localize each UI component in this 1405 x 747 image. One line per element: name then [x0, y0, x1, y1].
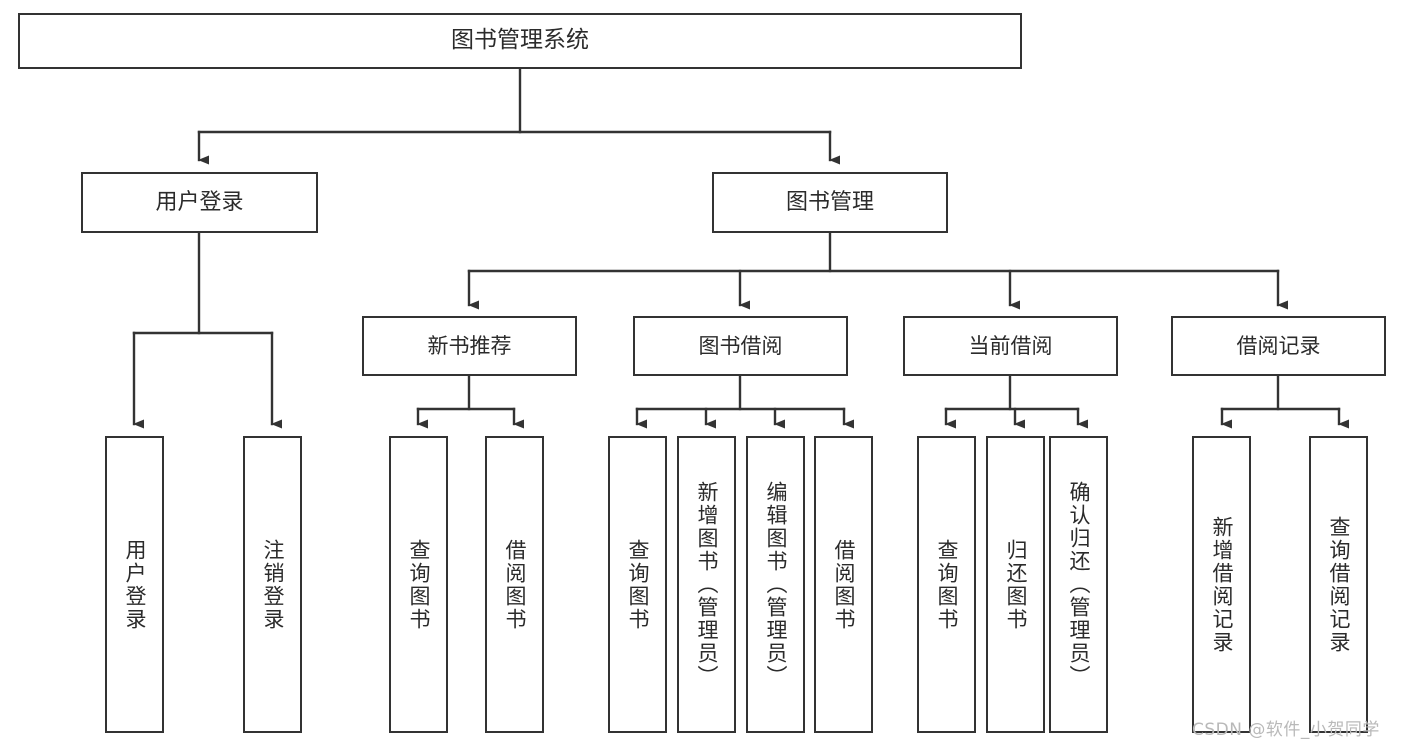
node-root-library-system[interactable]: 图书管理系统	[18, 13, 1022, 69]
leaf-current-borrow-return-book-label: 归还图书	[1004, 538, 1028, 631]
leaf-current-borrow-query-book-label: 查询图书	[935, 538, 959, 631]
node-user-login[interactable]: 用户登录	[81, 172, 318, 233]
leaf-borrow-record-query-record-label: 查询借阅记录	[1327, 515, 1351, 654]
leaf-current-borrow-return-book[interactable]: 归还图书	[986, 436, 1045, 733]
node-user-login-label: 用户登录	[155, 189, 244, 215]
leaf-book-borrow-add-book[interactable]: 新增图书（管理员）	[677, 436, 736, 733]
leaf-new-book-borrow-book[interactable]: 借阅图书	[485, 436, 544, 733]
leaf-book-borrow-borrow-book[interactable]: 借阅图书	[814, 436, 873, 733]
leaf-new-book-query-book-label: 查询图书	[407, 538, 431, 631]
leaf-user-login-logout[interactable]: 注销登录	[243, 436, 302, 733]
leaf-current-borrow-query-book[interactable]: 查询图书	[917, 436, 976, 733]
node-book-management[interactable]: 图书管理	[712, 172, 948, 233]
leaf-user-login-login[interactable]: 用户登录	[105, 436, 164, 733]
leaf-new-book-query-book[interactable]: 查询图书	[389, 436, 448, 733]
node-current-borrowing-label: 当前借阅	[968, 333, 1053, 358]
node-book-borrowing[interactable]: 图书借阅	[633, 316, 848, 376]
leaf-new-book-borrow-book-label: 借阅图书	[503, 538, 527, 631]
node-borrowing-record-label: 借阅记录	[1236, 333, 1321, 358]
node-root-label: 图书管理系统	[451, 27, 589, 54]
node-new-book-recommendation[interactable]: 新书推荐	[362, 316, 577, 376]
leaf-book-borrow-query-book[interactable]: 查询图书	[608, 436, 667, 733]
leaf-borrow-record-query-record[interactable]: 查询借阅记录	[1309, 436, 1368, 733]
node-book-borrowing-label: 图书借阅	[698, 333, 783, 358]
leaf-book-borrow-edit-book-label: 编辑图书（管理员）	[764, 481, 788, 688]
node-new-book-recommendation-label: 新书推荐	[427, 333, 512, 358]
node-book-management-label: 图书管理	[785, 189, 874, 215]
leaf-borrow-record-add-record-label: 新增借阅记录	[1210, 515, 1234, 654]
node-current-borrowing[interactable]: 当前借阅	[903, 316, 1118, 376]
leaf-book-borrow-query-book-label: 查询图书	[626, 538, 650, 631]
leaf-user-login-login-label: 用户登录	[123, 538, 147, 631]
leaf-current-borrow-confirm-return[interactable]: 确认归还（管理员）	[1049, 436, 1108, 733]
leaf-book-borrow-add-book-label: 新增图书（管理员）	[695, 481, 719, 688]
leaf-book-borrow-borrow-book-label: 借阅图书	[832, 538, 856, 631]
leaf-user-login-logout-label: 注销登录	[261, 538, 285, 631]
node-borrowing-record[interactable]: 借阅记录	[1171, 316, 1386, 376]
leaf-book-borrow-edit-book[interactable]: 编辑图书（管理员）	[746, 436, 805, 733]
leaf-current-borrow-confirm-return-label: 确认归还（管理员）	[1067, 481, 1091, 688]
leaf-borrow-record-add-record[interactable]: 新增借阅记录	[1192, 436, 1251, 733]
